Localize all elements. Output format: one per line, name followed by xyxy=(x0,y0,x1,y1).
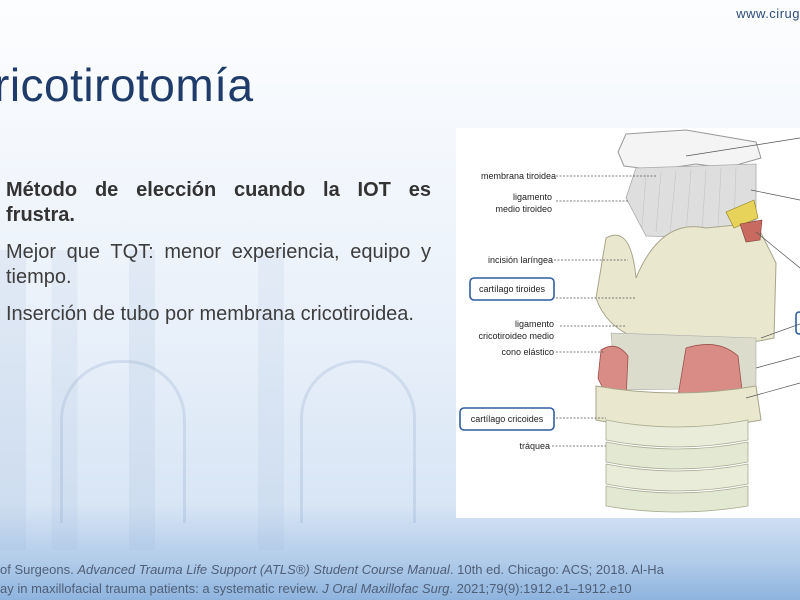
reference-journal-italic: J Oral Maxillofac Surg xyxy=(322,581,450,596)
label-traquea: tráquea xyxy=(519,441,550,451)
label-medio-tiroideo: medio tiroideo xyxy=(495,204,552,214)
label-cricotiroideo-medio: cricotiroideo medio xyxy=(478,331,554,341)
reference-line-2: ay in maxillofacial trauma patients: a s… xyxy=(0,579,800,598)
label-membrana-tiroidea: membrana tiroidea xyxy=(481,171,556,181)
label-cartilago-tiroides: cartílago tiroides xyxy=(479,284,546,294)
cricothyroid-muscle-right xyxy=(677,344,743,397)
bullet-list: Método de elección cuando la IOT es frus… xyxy=(6,178,431,339)
label-ligamento-1: ligamento xyxy=(513,192,552,202)
larynx-illustration: membrana tiroidea ligamento medio tiroid… xyxy=(459,129,800,513)
highlight-box-cartilago-cricoides xyxy=(459,407,555,431)
label-cartilago-cricoides: cartílago cricoides xyxy=(471,414,544,424)
thyroid-cartilage xyxy=(595,222,777,347)
right-leader-lines xyxy=(685,137,800,399)
bottom-gradient-band xyxy=(0,505,800,600)
reference-title-italic: Advanced Trauma Life Support (ATLS®) Stu… xyxy=(77,562,450,577)
membrane-fibers xyxy=(641,166,737,235)
left-leader-lines xyxy=(552,175,656,447)
reference-text: ay in maxillofacial trauma patients: a s… xyxy=(0,581,323,596)
label-incision-laringea: incisión laríngea xyxy=(488,255,553,265)
reference-text: . 2021;79(9):1912.e1–1912.e10 xyxy=(449,581,632,596)
side-vessel xyxy=(739,219,763,243)
bullet-item: Método de elección cuando la IOT es frus… xyxy=(6,179,431,226)
label-ligamento-2: ligamento xyxy=(515,319,554,329)
site-url: www.cirug xyxy=(736,6,800,21)
highlight-box-cartilago-tiroides xyxy=(469,277,555,301)
background-arch-left xyxy=(60,360,186,523)
reference-text: of Surgeons. xyxy=(0,562,78,577)
bullet-item: Mejor que TQT: menor experiencia, equipo… xyxy=(6,241,431,288)
reference-line-1: of Surgeons. Advanced Trauma Life Suppor… xyxy=(0,560,800,579)
bullet-item: Inserción de tubo por membrana cricotiro… xyxy=(6,303,414,325)
reference-text: . 10th ed. Chicago: ACS; 2018. Al-Ha xyxy=(449,562,664,577)
background-arch-right xyxy=(300,360,416,523)
label-cono-elastico: cono elástico xyxy=(501,347,554,357)
larynx-illustration-panel: membrana tiroidea ligamento medio tiroid… xyxy=(456,128,800,518)
trachea-rings xyxy=(605,419,749,513)
highlight-box-cut xyxy=(795,311,800,335)
hyoid-bone xyxy=(617,129,762,171)
side-structure xyxy=(725,199,759,229)
slide-title: ricotirotomía xyxy=(0,59,254,111)
references: of Surgeons. Advanced Trauma Life Suppor… xyxy=(0,560,800,598)
